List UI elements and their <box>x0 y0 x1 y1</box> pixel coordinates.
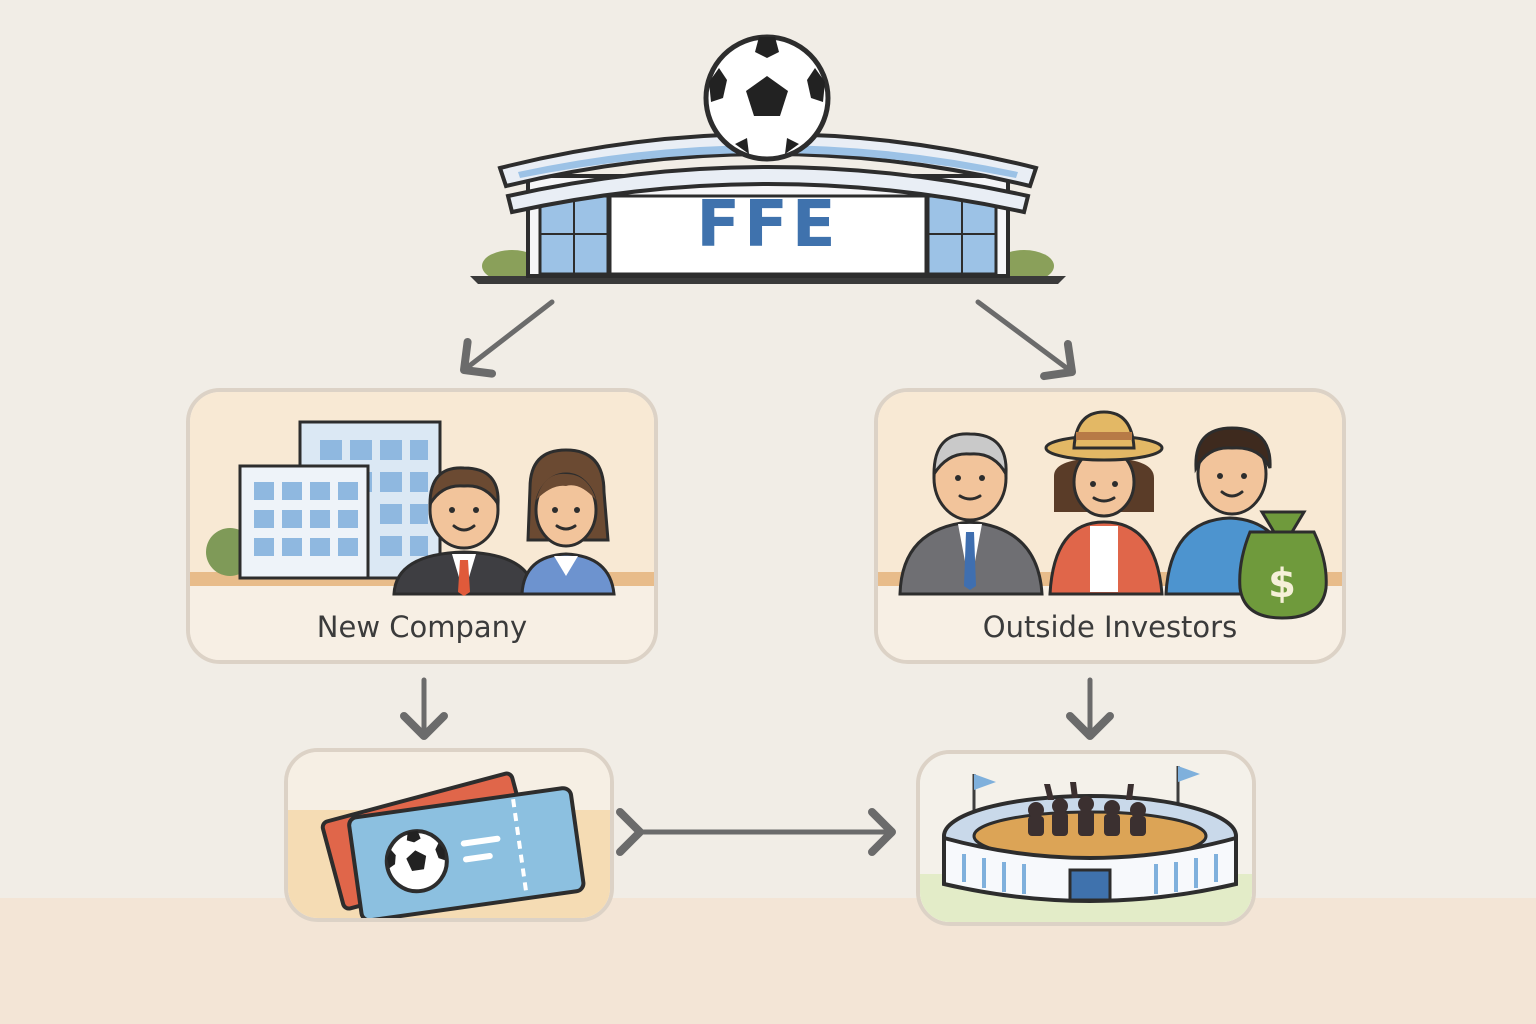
tickets-card <box>284 748 614 922</box>
outside-investors-label: Outside Investors <box>982 610 1238 644</box>
outside-investors-card: $ Outside Investors <box>874 388 1346 664</box>
arrow-hq-to-outside-investors <box>975 299 1076 381</box>
businesswoman-avatar <box>520 448 616 596</box>
ticket-icon <box>288 752 610 918</box>
businessman-avatar <box>392 466 536 596</box>
new-company-label: New Company <box>316 610 528 644</box>
svg-text:$: $ <box>1268 561 1296 607</box>
soccer-ball-icon <box>703 34 831 162</box>
stadium-card <box>916 750 1256 926</box>
young-investor-avatar <box>1164 426 1298 596</box>
headquarters-building-icon <box>470 132 1066 284</box>
new-company-illustration <box>190 392 654 660</box>
outside-investors-illustration: $ <box>878 392 1342 660</box>
floor <box>0 898 1536 1024</box>
older-investor-avatar <box>898 432 1044 596</box>
office-building-icon <box>206 420 442 580</box>
investor-woman-hat-avatar <box>1044 410 1164 596</box>
arrow-hq-to-new-company <box>460 299 555 378</box>
headquarters-title: FFE <box>696 188 840 262</box>
money-bag-icon: $ <box>1238 510 1328 620</box>
stadium-crowd-icon <box>920 754 1252 922</box>
new-company-card: New Company <box>186 388 658 664</box>
